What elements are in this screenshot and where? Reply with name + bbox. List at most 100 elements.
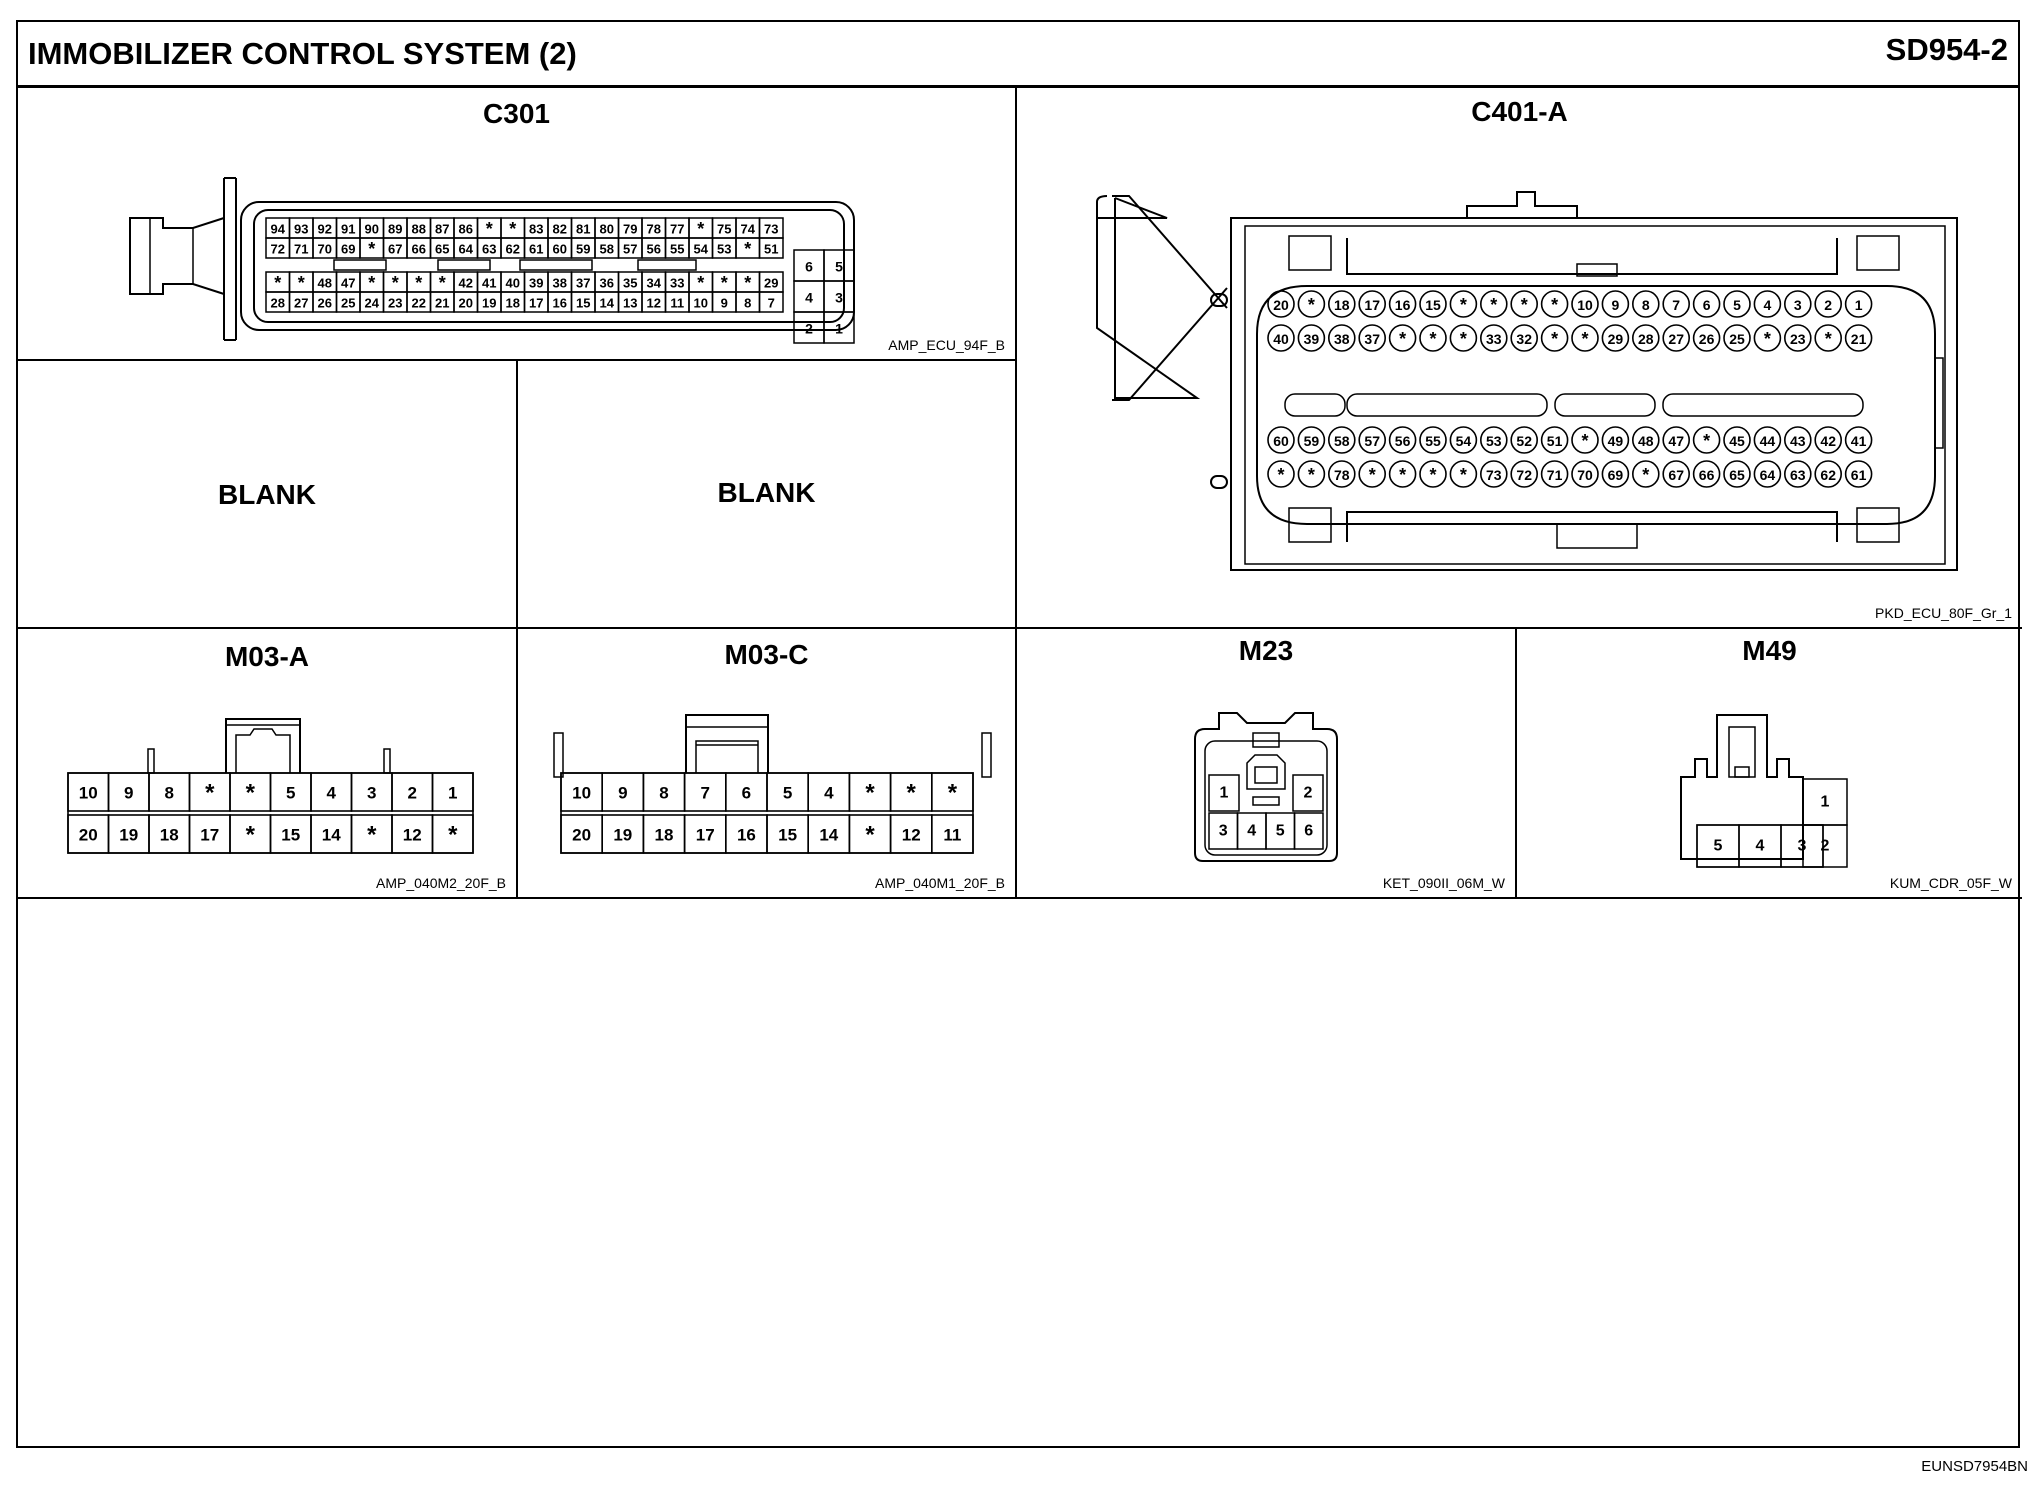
pin-label: * [1825, 329, 1832, 349]
pin-circle [1783, 324, 1812, 352]
post [383, 748, 391, 774]
pin-circle [1631, 290, 1660, 318]
key-bar [637, 259, 697, 271]
pin-label: 65 [435, 242, 449, 257]
pin-circle [1783, 290, 1812, 318]
pin-label: 74 [741, 222, 756, 237]
pin-label: 33 [1486, 331, 1502, 347]
pin-circle [1571, 290, 1599, 318]
connector-outline [686, 726, 768, 746]
pin-label: 9 [721, 296, 728, 311]
pin-label: 18 [655, 826, 674, 845]
pin-label: 5 [1733, 297, 1741, 313]
pin-circle [1479, 460, 1508, 488]
pin-circle [1388, 290, 1417, 318]
pin-label: 53 [1486, 433, 1502, 449]
pin-label: * [1551, 295, 1558, 315]
pin-circle [1692, 324, 1721, 352]
pin-circle [1571, 324, 1599, 352]
pin-label: 17 [1364, 297, 1380, 313]
pin-label: 15 [778, 826, 797, 845]
pin-label: 9 [618, 784, 627, 803]
pin-label: 8 [744, 296, 751, 311]
pin-label: 92 [318, 222, 332, 237]
pin-label: * [1551, 329, 1558, 349]
pin-label: 3 [1798, 838, 1807, 855]
connector-title-c301: C301 [483, 98, 550, 129]
pin-circle [1540, 324, 1569, 352]
pin-label: * [1764, 329, 1771, 349]
pin-label: 75 [717, 222, 731, 237]
pin-label: 16 [737, 826, 756, 845]
page-title: IMMOBILIZER CONTROL SYSTEM (2) [28, 36, 577, 71]
pin-label: 18 [506, 296, 520, 311]
connector-outline [695, 740, 759, 773]
pin-label: * [392, 273, 399, 293]
pin-label: 16 [1395, 297, 1411, 313]
connector-part-m49: KUM_CDR_05F_W [1889, 875, 2012, 891]
connector-c401a-housing [1230, 217, 1958, 571]
pin-label: 18 [160, 826, 179, 845]
pin-label: * [744, 273, 751, 293]
pin-label: * [1460, 295, 1467, 315]
pin-label: 27 [294, 296, 308, 311]
pin-circle [1479, 324, 1508, 352]
pin-circle [1601, 426, 1630, 454]
pin-label: 22 [412, 296, 426, 311]
pin-label: 41 [482, 276, 496, 291]
sheet-code: SD954-2 [1885, 32, 2008, 67]
pin-label: 55 [1425, 433, 1441, 449]
strip-frame [1696, 824, 1824, 868]
pin-circle [1662, 426, 1691, 454]
connector-c401a-frame [1244, 225, 1946, 565]
pin-circle [1267, 290, 1295, 318]
pin-label: 60 [553, 242, 567, 257]
pin-label: 3 [1794, 297, 1802, 313]
connector-outline [235, 728, 291, 773]
strip-frame [67, 772, 474, 854]
pin-label: * [697, 273, 704, 293]
pin-label: 57 [623, 242, 637, 257]
connector-part-c401a: PKD_ECU_80F_Gr_1 [1875, 605, 2012, 621]
pin-label: 32 [1516, 331, 1532, 347]
pin-label: 69 [1608, 467, 1624, 483]
pin-circle [1358, 460, 1387, 488]
pin-label: * [1581, 431, 1588, 451]
connector-outline [129, 217, 225, 295]
pin-label: 19 [482, 296, 496, 311]
key-bar [1576, 263, 1618, 277]
pin-cell [823, 311, 855, 344]
pin-label: 9 [124, 784, 133, 803]
pin-label: 2 [1821, 838, 1830, 855]
connector-title-c401a: C401-A [1471, 96, 1568, 127]
pin-label: 52 [1516, 433, 1532, 449]
latch-tab [1210, 475, 1228, 489]
pin-label: 81 [576, 222, 590, 237]
pin-label: 20 [79, 826, 98, 845]
pin-label: 37 [1364, 331, 1380, 347]
pin-circle [1540, 426, 1569, 454]
pin-label: 73 [764, 222, 778, 237]
pin-label: 71 [294, 242, 308, 257]
pin-label: 43 [1790, 433, 1806, 449]
pin-circle [1388, 426, 1417, 454]
pin-label: * [1703, 431, 1710, 451]
pin-circle [1601, 324, 1630, 352]
pin-label: 11 [670, 296, 684, 311]
pin-label: * [298, 273, 305, 293]
pin-label: 42 [459, 276, 473, 291]
key-bar [1734, 766, 1750, 778]
pin-cell [1802, 824, 1848, 868]
pin-label: * [448, 822, 458, 849]
connector-c301-inner [253, 209, 845, 323]
pin-label: 70 [318, 242, 332, 257]
pin-circle [1753, 460, 1782, 488]
pin-label: 82 [553, 222, 567, 237]
pin-circle [1753, 324, 1782, 352]
pin-label: * [205, 780, 215, 807]
pin-label: 53 [717, 242, 731, 257]
pin-label: 9 [1612, 297, 1620, 313]
pin-label: 59 [576, 242, 590, 257]
